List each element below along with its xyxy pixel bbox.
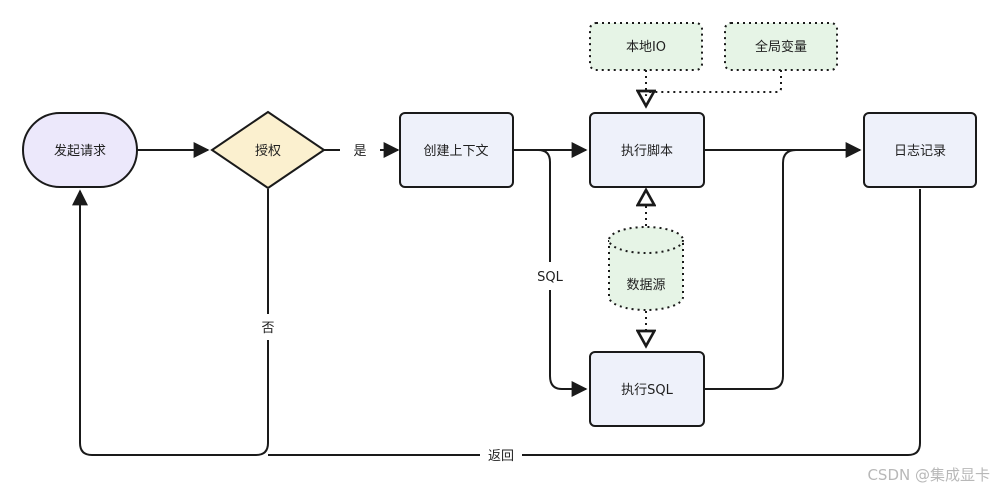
node-datasource: 数据源	[608, 226, 684, 311]
edge-create-context-to-exec-sql	[513, 149, 586, 389]
node-exec-script-shape	[589, 112, 705, 188]
node-create-context-shape	[399, 112, 514, 188]
node-datasource-top	[608, 226, 684, 254]
edge-global-var-to-exec-script	[645, 70, 782, 97]
node-exec-sql-shape	[589, 351, 705, 427]
node-local-io-label: 本地IO	[626, 40, 666, 55]
node-log: 日志记录	[863, 112, 977, 188]
watermark: CSDN @集成显卡	[867, 466, 990, 484]
node-create-context-label: 创建上下文	[423, 144, 488, 159]
node-log-label: 日志记录	[894, 144, 946, 159]
edge-exec-sql-to-log	[704, 149, 797, 390]
node-datasource-body	[608, 240, 684, 311]
edge-label-sql: SQL	[537, 270, 563, 285]
node-exec-script-label: 执行脚本	[621, 143, 673, 159]
node-global-var: 全局变量	[724, 22, 838, 71]
node-auth-shape	[210, 110, 326, 190]
edge-label-no: 否	[261, 321, 274, 336]
node-global-var-label: 全局变量	[755, 39, 807, 55]
node-datasource-label: 数据源	[626, 278, 665, 293]
node-local-io: 本地IO	[589, 22, 703, 71]
edge-label-return: 返回	[488, 449, 514, 464]
node-exec-script: 执行脚本	[589, 112, 705, 188]
node-start: 发起请求	[22, 112, 138, 188]
node-auth: 授权	[210, 110, 326, 190]
node-create-context: 创建上下文	[399, 112, 514, 188]
edge-label-yes: 是	[353, 144, 366, 159]
edge-log-return	[268, 189, 921, 456]
edge-auth-no-to-start	[80, 189, 269, 456]
node-log-shape	[863, 112, 977, 188]
node-start-shape	[22, 112, 138, 188]
node-auth-label: 授权	[255, 143, 281, 159]
node-global-var-shape	[724, 22, 838, 71]
node-local-io-shape	[589, 22, 703, 71]
node-exec-sql-label: 执行SQL	[621, 383, 673, 398]
node-exec-sql: 执行SQL	[589, 351, 705, 427]
node-start-label: 发起请求	[54, 143, 106, 159]
